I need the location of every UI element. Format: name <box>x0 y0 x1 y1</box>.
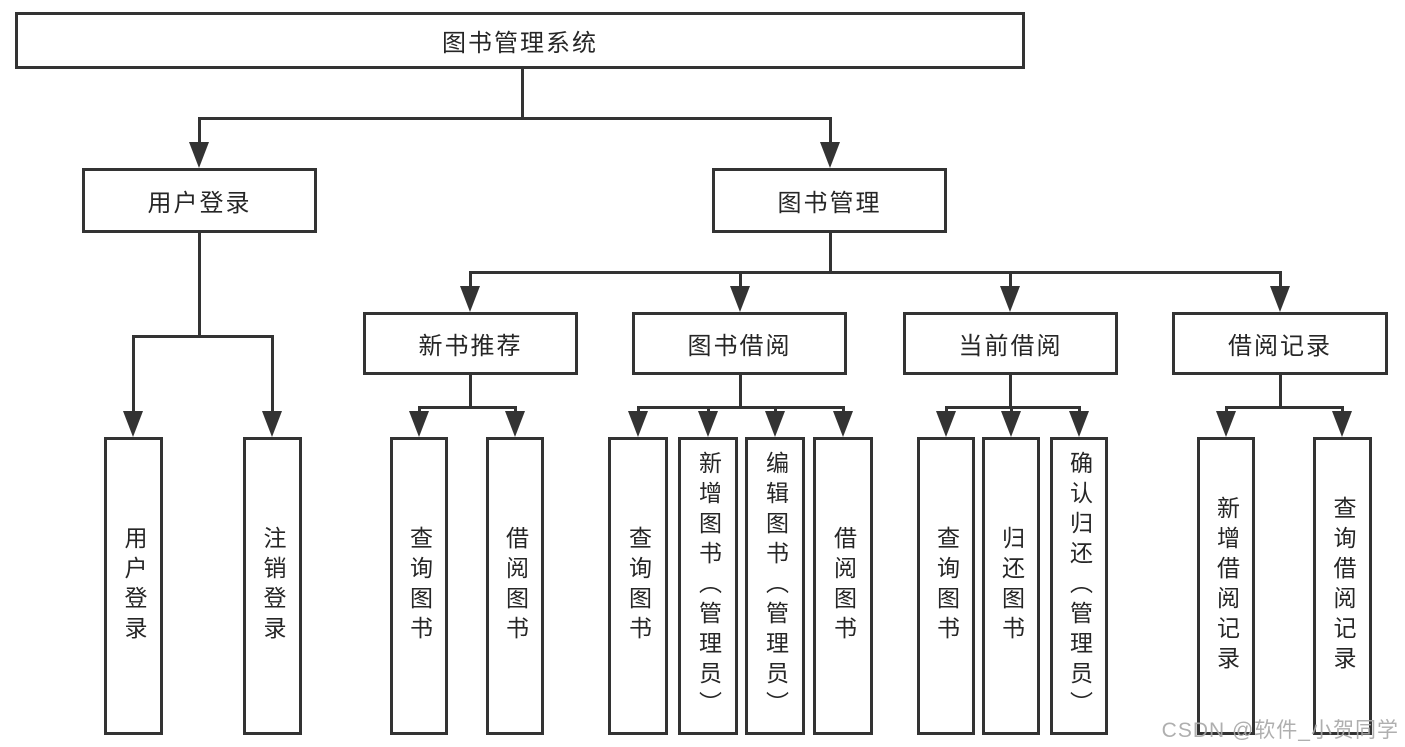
arrowhead-down-icon <box>409 411 429 437</box>
leaf-confirm-return-admin: 确认归还（管理员） <box>1050 437 1108 735</box>
arrowhead-down-icon <box>1216 411 1236 437</box>
connector-line <box>1008 272 1012 288</box>
connector-line <box>197 116 832 120</box>
connector-line <box>417 405 517 409</box>
connector-line <box>417 407 421 413</box>
leaf-query-books-2: 查询图书 <box>608 437 668 735</box>
node-label: 当前借阅 <box>958 333 1063 360</box>
connector-line <box>1224 407 1228 413</box>
leaf-label: 确认归还（管理员） <box>1066 451 1093 721</box>
node-label: 借阅记录 <box>1228 333 1332 360</box>
arrowhead-down-icon <box>1001 411 1021 437</box>
arrowhead-down-icon <box>1000 286 1020 312</box>
leaf-user-login: 用户登录 <box>104 437 163 735</box>
node-label: 图书管理 <box>777 190 882 217</box>
leaf-query-books-3: 查询图书 <box>917 437 975 735</box>
arrowhead-down-icon <box>123 411 143 437</box>
node-label: 新书推荐 <box>418 333 523 360</box>
leaf-label: 编辑图书（管理员） <box>762 451 789 721</box>
arrowhead-down-icon <box>262 411 282 437</box>
leaf-label: 借阅图书 <box>502 526 529 646</box>
node-label: 图书借阅 <box>687 333 792 360</box>
connector-line <box>270 336 274 413</box>
leaf-label: 借阅图书 <box>830 526 857 646</box>
connector-line <box>841 407 845 413</box>
arrowhead-down-icon <box>189 142 209 168</box>
leaf-label: 用户登录 <box>121 526 147 646</box>
connector-line <box>197 118 201 144</box>
node-borrowing-records: 借阅记录 <box>1172 312 1388 375</box>
connector-line <box>1340 407 1344 413</box>
leaf-add-book-admin: 新增图书（管理员） <box>678 437 738 735</box>
connector-line <box>131 334 274 338</box>
leaf-query-borrow-record: 查询借阅记录 <box>1313 437 1372 735</box>
connector-line <box>828 233 832 272</box>
arrowhead-down-icon <box>936 411 956 437</box>
arrowhead-down-icon <box>460 286 480 312</box>
connector-line <box>131 336 135 413</box>
connector-line <box>468 375 472 407</box>
connector-line <box>738 272 742 288</box>
connector-line <box>1278 375 1282 407</box>
connector-line <box>706 407 710 413</box>
leaf-add-borrow-record: 新增借阅记录 <box>1197 437 1255 735</box>
arrowhead-down-icon <box>698 411 718 437</box>
node-book-borrowing: 图书借阅 <box>632 312 847 375</box>
connector-line <box>1224 405 1344 409</box>
arrowhead-down-icon <box>1270 286 1290 312</box>
arrowhead-down-icon <box>730 286 750 312</box>
connector-line <box>513 407 517 413</box>
connector-line <box>1009 407 1013 413</box>
arrowhead-down-icon <box>628 411 648 437</box>
leaf-label: 新增借阅记录 <box>1213 496 1240 676</box>
node-current-borrowing: 当前借阅 <box>903 312 1118 375</box>
leaf-label: 查询借阅记录 <box>1330 496 1356 676</box>
connector-line <box>468 270 1282 274</box>
connector-line <box>1077 407 1081 413</box>
node-label: 用户登录 <box>147 190 252 217</box>
leaf-query-books-1: 查询图书 <box>390 437 448 735</box>
arrowhead-down-icon <box>505 411 525 437</box>
connector-line <box>1278 272 1282 288</box>
connector-line <box>520 69 524 118</box>
connector-line <box>636 405 845 409</box>
arrowhead-down-icon <box>765 411 785 437</box>
node-library-management-system: 图书管理系统 <box>15 12 1025 69</box>
csdn-watermark: CSDN @软件_小贺同学 <box>1161 719 1399 742</box>
connector-line <box>1008 375 1012 407</box>
connector-line <box>773 407 777 413</box>
connector-line <box>197 233 201 336</box>
node-user-login: 用户登录 <box>82 168 317 233</box>
leaf-return-book: 归还图书 <box>982 437 1040 735</box>
arrowhead-down-icon <box>833 411 853 437</box>
connector-line <box>944 407 948 413</box>
leaf-logout: 注销登录 <box>243 437 302 735</box>
leaf-borrow-books-2: 借阅图书 <box>813 437 873 735</box>
node-label: 图书管理系统 <box>442 30 598 57</box>
leaf-label: 查询图书 <box>625 526 652 646</box>
leaf-label: 注销登录 <box>260 526 286 646</box>
leaf-label: 归还图书 <box>998 526 1025 646</box>
leaf-label: 新增图书（管理员） <box>695 451 722 721</box>
connector-line <box>636 407 640 413</box>
leaf-borrow-books-1: 借阅图书 <box>486 437 544 735</box>
connector-line <box>944 405 1081 409</box>
arrowhead-down-icon <box>820 142 840 168</box>
leaf-edit-book-admin: 编辑图书（管理员） <box>745 437 805 735</box>
connector-line <box>468 272 472 288</box>
leaf-label: 查询图书 <box>406 526 433 646</box>
connector-line <box>828 118 832 144</box>
arrowhead-down-icon <box>1069 411 1089 437</box>
connector-line <box>738 375 742 407</box>
node-new-book-recommendation: 新书推荐 <box>363 312 578 375</box>
node-book-management: 图书管理 <box>712 168 947 233</box>
arrowhead-down-icon <box>1332 411 1352 437</box>
leaf-label: 查询图书 <box>933 526 960 646</box>
